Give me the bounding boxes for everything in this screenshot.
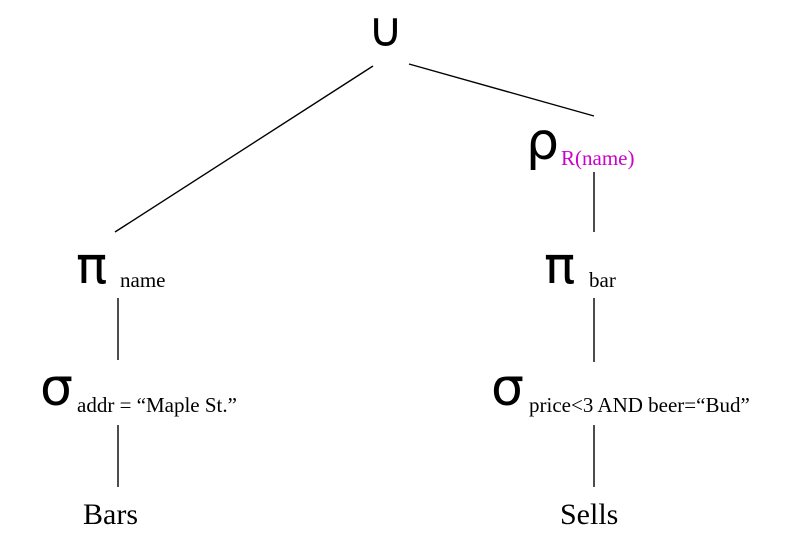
bars-relation: Bars: [83, 498, 138, 531]
right-projection-node: π: [544, 240, 575, 292]
right-projection-subscript: bar: [589, 268, 616, 292]
left-projection-subscript: name: [120, 268, 166, 292]
left-projection-node: π: [76, 240, 107, 292]
union-symbol: ∪: [368, 2, 404, 58]
union-node: ∪: [368, 6, 403, 54]
left-selection-subscript: addr = “Maple St.”: [77, 393, 237, 417]
right-selection-node: σ: [491, 362, 524, 414]
rename-node: ρ: [526, 116, 559, 168]
right-selection-subscript: price<3 AND beer=“Bud”: [529, 393, 750, 417]
rename-subscript: R(name): [561, 146, 635, 170]
rename-symbol: ρ: [526, 112, 560, 172]
left-selection-symbol: σ: [40, 358, 73, 418]
edge-union-to-rename: [408, 63, 595, 117]
left-selection-node: σ: [40, 362, 73, 414]
edge-union-to-left-projection: [114, 65, 374, 233]
right-selection-symbol: σ: [491, 358, 524, 418]
right-projection-symbol: π: [544, 236, 576, 296]
left-projection-symbol: π: [76, 236, 108, 296]
sells-relation: Sells: [560, 498, 619, 531]
